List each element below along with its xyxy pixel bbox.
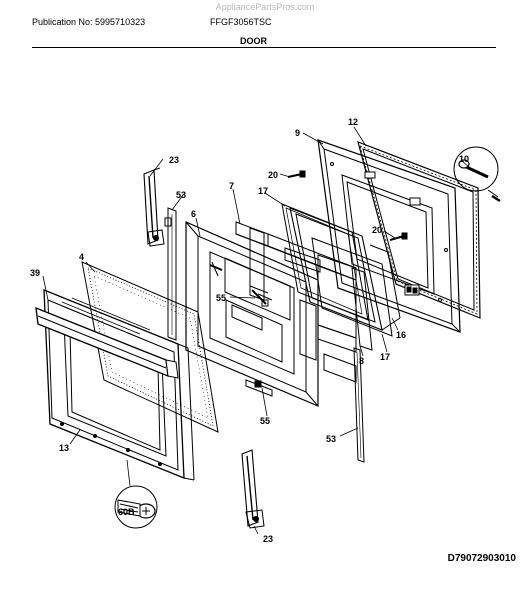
part-20-screw-lower: [389, 232, 408, 241]
part-12-door-gasket: [357, 141, 481, 319]
header-rule: [32, 47, 496, 48]
callout-39: 39: [30, 268, 40, 278]
part-23-hinge-lower: [241, 449, 265, 529]
callout-23-upper: 23: [169, 155, 179, 165]
callout-6: 6: [191, 209, 196, 219]
part-10-screw-detail: [453, 146, 501, 203]
callout-53-lower: 53: [326, 434, 336, 444]
handle-vent-slots: [61, 297, 151, 339]
callout-13: 13: [59, 443, 69, 453]
part-55-bracket-upper: [209, 261, 273, 307]
part-20-screw-upper: [287, 170, 306, 178]
part-16-inner-glass: [289, 207, 401, 331]
part-39-door-handle: [35, 306, 179, 379]
callout-labels: 9 12 10 23 20 53 7 17 6 20 39 4 55 16 8 …: [30, 117, 469, 544]
callout-17-upper: 17: [258, 186, 268, 196]
callout-12: 12: [348, 117, 358, 127]
watermark: AppliancePartsPros.com: [215, 2, 315, 12]
leader-lines: [42, 126, 471, 535]
part-55-bracket-lower: [245, 379, 273, 397]
callout-55-lower: 55: [260, 416, 270, 426]
part-60b-screw-detail: [114, 485, 158, 529]
callout-60b: 60B: [118, 507, 135, 517]
part-53-side-trim-upper: [164, 207, 177, 341]
publication-number: Publication No: 5995710323: [32, 17, 146, 27]
callout-23-lower: 23: [263, 534, 273, 544]
part-9-inner-door-panel: [317, 139, 461, 333]
model-number: FFGF3056TSC: [210, 17, 272, 27]
part-7-insulation: [235, 221, 357, 383]
callout-7: 7: [229, 181, 234, 191]
callout-55-upper: 55: [216, 293, 226, 303]
callout-20-upper: 20: [268, 170, 278, 180]
diagram-id: D79072903010: [447, 553, 516, 564]
callout-4: 4: [79, 252, 84, 262]
part-6-inner-door-frame: [185, 221, 319, 407]
callout-53-upper: 53: [176, 190, 186, 200]
part-17-glass-lower: [311, 237, 393, 337]
callout-16: 16: [396, 330, 406, 340]
callout-20-lower: 20: [372, 225, 382, 235]
callout-10: 10: [459, 154, 469, 164]
part-8-side-strip: [351, 267, 373, 351]
part-23-hinge-upper: [143, 167, 165, 247]
section-title: DOOR: [240, 36, 267, 46]
callout-17-lower: 17: [380, 352, 390, 362]
callout-9: 9: [295, 128, 300, 138]
callout-8: 8: [359, 356, 364, 366]
part-53-side-trim-lower: [353, 347, 365, 463]
